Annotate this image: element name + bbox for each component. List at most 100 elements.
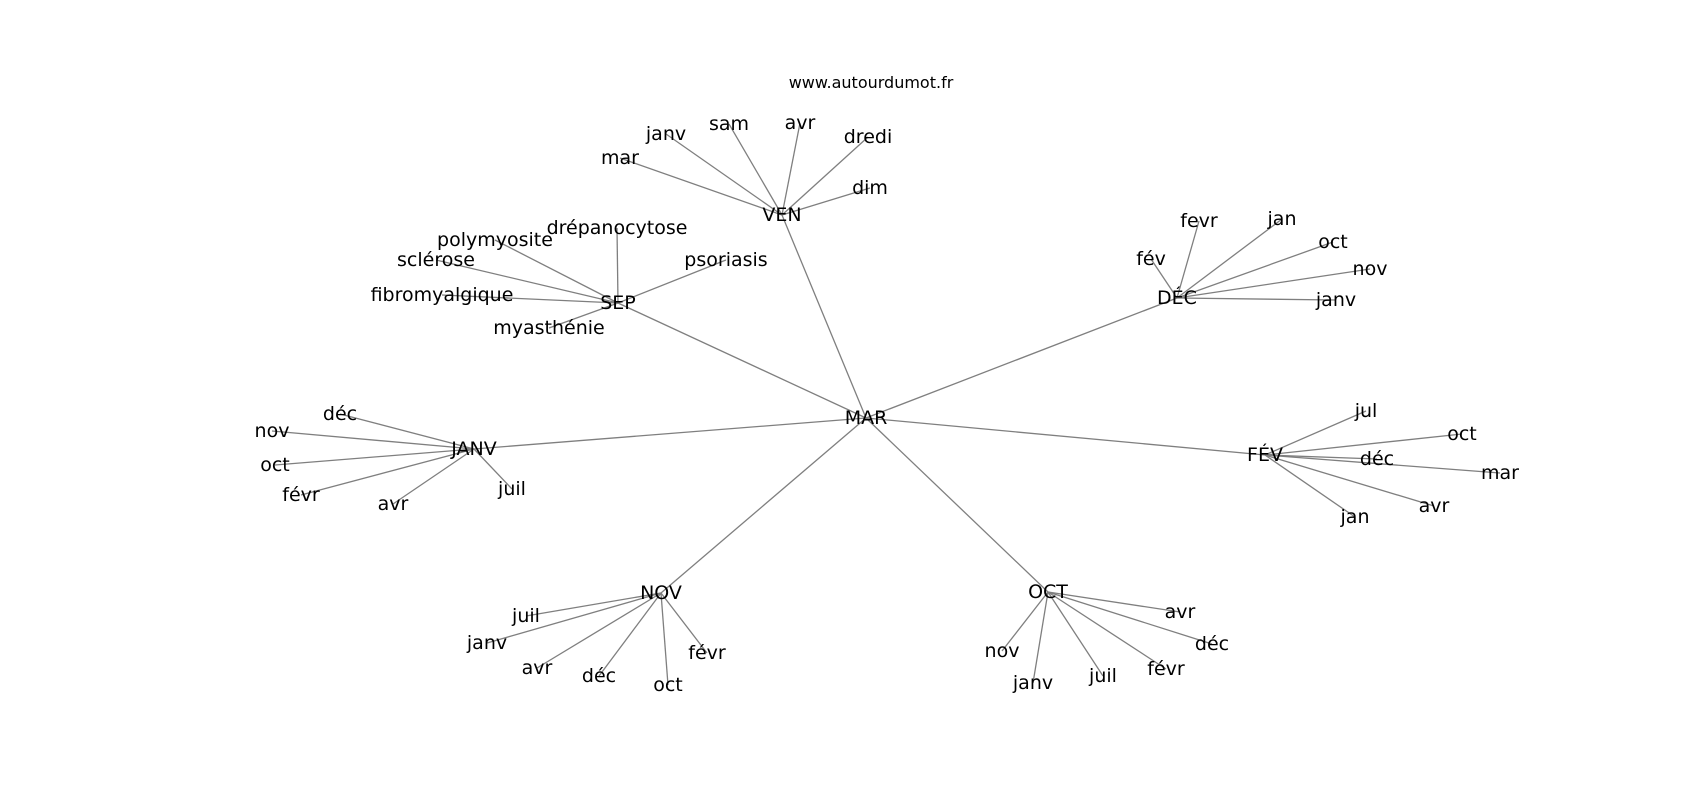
edge-sep-leaf xyxy=(617,259,727,304)
edge-sep-leaf xyxy=(441,294,619,304)
edge-janv-leaf xyxy=(271,430,475,450)
edge-janv-leaf xyxy=(300,448,475,496)
edge-dec-leaf xyxy=(1176,268,1371,299)
node-leaf[interactable]: jan xyxy=(1340,506,1370,528)
node-leaf[interactable]: janv xyxy=(645,123,686,145)
edge-center-ven xyxy=(781,214,867,419)
edge-janv-leaf xyxy=(274,448,475,466)
node-leaf[interactable]: déc xyxy=(1195,633,1229,655)
node-leaf[interactable]: nov xyxy=(1353,258,1388,280)
node-leaf[interactable]: janv xyxy=(1315,289,1356,311)
graph-edges xyxy=(271,122,1501,686)
node-leaf[interactable]: dim xyxy=(852,177,888,199)
node-hub-sep[interactable]: SEP xyxy=(600,292,636,314)
edge-nov-leaf xyxy=(598,592,662,677)
edge-fev-leaf xyxy=(1264,454,1501,474)
node-leaf[interactable]: déc xyxy=(323,403,357,425)
node-leaf[interactable]: sam xyxy=(709,113,749,135)
edge-nov-leaf xyxy=(536,592,662,669)
edge-nov-leaf xyxy=(525,592,662,617)
node-leaf[interactable]: mar xyxy=(601,147,639,169)
node-leaf[interactable]: fév xyxy=(1136,248,1166,270)
edge-dec-leaf xyxy=(1176,218,1283,299)
node-leaf[interactable]: juil xyxy=(497,478,526,500)
edge-ven-leaf xyxy=(619,157,783,216)
edge-ven-leaf xyxy=(728,123,783,216)
node-center[interactable]: MAR xyxy=(845,407,888,429)
edge-center-oct xyxy=(865,417,1049,593)
edge-center-dec xyxy=(865,297,1178,419)
node-leaf[interactable]: jul xyxy=(1354,400,1378,422)
node-leaf[interactable]: févr xyxy=(688,642,726,664)
node-leaf[interactable]: oct xyxy=(260,454,290,476)
node-leaf[interactable]: drépanocytose xyxy=(547,217,688,239)
node-leaf[interactable]: mar xyxy=(1481,462,1519,484)
edge-oct-leaf xyxy=(1047,591,1213,645)
edge-center-sep xyxy=(617,302,867,419)
node-leaf[interactable]: oct xyxy=(653,674,683,696)
node-leaf[interactable]: oct xyxy=(1318,231,1348,253)
node-leaf[interactable]: avr xyxy=(1165,601,1196,623)
node-leaf[interactable]: nov xyxy=(255,420,290,442)
node-leaf[interactable]: dredi xyxy=(844,126,892,148)
edge-ven-leaf xyxy=(781,187,871,216)
edge-dec-leaf xyxy=(1176,220,1200,299)
edge-ven-leaf xyxy=(781,122,801,216)
node-hub-oct[interactable]: OCT xyxy=(1028,581,1068,603)
edge-nov-leaf xyxy=(660,592,669,686)
node-leaf[interactable]: jan xyxy=(1267,208,1297,230)
node-leaf[interactable]: nov xyxy=(985,640,1020,662)
node-leaf[interactable]: avr xyxy=(522,657,553,679)
node-hub-dec[interactable]: DÉC xyxy=(1157,286,1197,309)
node-leaf[interactable]: déc xyxy=(1360,448,1394,470)
node-hub-nov[interactable]: NOV xyxy=(640,582,682,604)
edge-oct-leaf xyxy=(1047,591,1167,670)
edge-oct-leaf xyxy=(1047,591,1181,613)
edge-center-nov xyxy=(660,417,867,594)
node-leaf[interactable]: déc xyxy=(582,665,616,687)
node-hub-ven[interactable]: VEN xyxy=(762,204,801,226)
node-hub-janv[interactable]: JANV xyxy=(450,438,496,460)
node-leaf[interactable]: psoriasis xyxy=(684,249,767,271)
node-leaf[interactable]: févr xyxy=(282,484,320,506)
edge-dec-leaf xyxy=(1176,241,1334,299)
node-leaf[interactable]: juil xyxy=(511,605,540,627)
edge-sep-leaf xyxy=(435,259,619,304)
node-leaf[interactable]: polymyosite xyxy=(437,229,553,251)
node-leaf[interactable]: avr xyxy=(1419,495,1450,517)
edge-dec-leaf xyxy=(1150,258,1178,299)
node-leaf[interactable]: févr xyxy=(1147,658,1185,680)
edge-center-janv xyxy=(473,417,867,450)
node-leaf[interactable]: sclérose xyxy=(397,249,475,271)
node-leaf[interactable]: fibromyalgique xyxy=(371,284,514,306)
edge-sep-leaf xyxy=(548,302,619,329)
node-leaf[interactable]: juil xyxy=(1088,665,1117,687)
edge-fev-leaf xyxy=(1264,410,1367,456)
node-leaf[interactable]: myasthénie xyxy=(493,317,605,339)
edge-fev-leaf xyxy=(1264,454,1435,507)
node-leaf[interactable]: fevr xyxy=(1180,210,1218,232)
edge-ven-leaf xyxy=(781,136,869,216)
edge-center-fev xyxy=(865,417,1266,456)
edge-fev-leaf xyxy=(1264,454,1356,518)
edge-oct-leaf xyxy=(1047,591,1104,677)
edge-dec-leaf xyxy=(1176,297,1337,301)
node-leaf[interactable]: janv xyxy=(1012,672,1053,694)
edge-fev-leaf xyxy=(1264,433,1463,456)
node-leaf[interactable]: janv xyxy=(466,632,507,654)
node-leaf[interactable]: avr xyxy=(785,112,816,134)
node-leaf[interactable]: oct xyxy=(1447,423,1477,445)
node-hub-fev[interactable]: FÉV xyxy=(1247,443,1283,466)
edge-janv-leaf xyxy=(392,448,475,505)
edge-sep-leaf xyxy=(616,227,619,304)
edge-ven-leaf xyxy=(665,133,783,216)
edge-fev-leaf xyxy=(1264,454,1378,460)
edge-janv-leaf xyxy=(339,413,475,450)
edge-janv-leaf xyxy=(473,448,513,490)
site-url: www.autourdumot.fr xyxy=(789,73,954,92)
edge-nov-leaf xyxy=(486,592,662,644)
edge-sep-leaf xyxy=(494,239,619,304)
node-leaf[interactable]: avr xyxy=(378,493,409,515)
